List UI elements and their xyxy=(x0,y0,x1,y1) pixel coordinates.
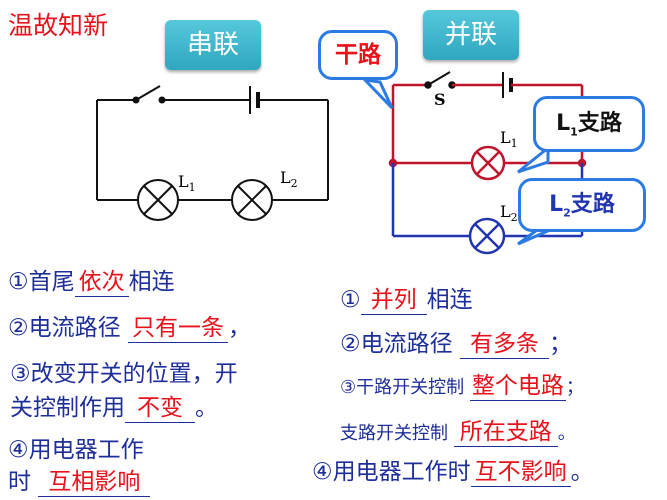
parallel-lamp2-label: L2 xyxy=(500,202,518,224)
series-lamp1-base: L xyxy=(178,172,189,191)
series-lamp2-label: L2 xyxy=(280,168,298,190)
right-note-1-answer: 并列 xyxy=(360,280,427,315)
right-note-3b-prefix: 支路开关控制 xyxy=(340,423,448,444)
series-lamp2-base: L xyxy=(280,168,291,187)
parallel-switch-label: S xyxy=(434,90,446,109)
right-note-1-suffix: 相连 xyxy=(426,287,473,313)
page-title: 温故知新 xyxy=(8,11,109,40)
series-lamp1-label: L1 xyxy=(178,172,196,194)
right-note-2: ②电流路径 有多条； xyxy=(340,324,572,359)
parallel-lamp1-label: L1 xyxy=(500,128,518,150)
right-note-2-answer: 有多条 xyxy=(459,324,549,359)
left-note-1-suffix: 相连 xyxy=(128,269,175,295)
series-lamp1-sub: 1 xyxy=(188,181,196,195)
right-note-3-suffix: ； xyxy=(565,377,584,398)
parallel-lamp2-sub: 2 xyxy=(510,211,518,225)
parallel-lamp1-sub: 1 xyxy=(510,137,518,151)
left-note-2-suffix: ， xyxy=(227,315,251,341)
right-note-4-suffix: 。 xyxy=(570,459,594,485)
right-note-3b: 支路开关控制 所在支路。 xyxy=(340,412,576,447)
left-note-3-answer: 不变 xyxy=(125,388,195,423)
series-label: 串联 xyxy=(186,30,239,60)
right-note-1-prefix: ① xyxy=(340,287,361,313)
branch1-text: 支路 xyxy=(577,111,622,136)
left-note-4-line2: 时 互相影响 xyxy=(8,462,151,497)
branch2-sub: 2 xyxy=(563,206,571,220)
left-note-4-answer: 互相影响 xyxy=(38,462,151,497)
left-note-2-answer: 只有一条 xyxy=(127,308,228,343)
branch2-callout: L2支路 xyxy=(518,178,646,232)
branch1-base: L xyxy=(556,111,571,136)
left-note-4-prefix: 时 xyxy=(8,469,31,495)
branch2-text: 支路 xyxy=(570,192,615,217)
right-note-4-answer: 互不影响 xyxy=(470,452,571,487)
right-note-4-prefix: ④用电器工作时 xyxy=(312,459,471,485)
left-note-2-prefix: ②电流路径 xyxy=(8,315,121,341)
branch1-callout: L1支路 xyxy=(533,96,645,152)
branch2-base: L xyxy=(549,192,564,217)
left-note-3-prefix: 关控制作用 xyxy=(10,395,125,421)
series-circuit xyxy=(96,85,329,221)
parallel-lamp2-base: L xyxy=(500,202,511,221)
left-note-3-suffix: 。 xyxy=(195,395,218,421)
right-note-3: ③干路开关控制 整个电路； xyxy=(340,366,584,401)
left-note-1: ①首尾依次相连 xyxy=(8,262,175,297)
right-note-4: ④用电器工作时互不影响。 xyxy=(312,452,594,487)
main-road-callout: 干路 xyxy=(318,30,398,80)
left-note-4-line1: ④用电器工作 xyxy=(8,437,144,463)
left-note-3-line1: ③改变开关的位置，开 xyxy=(10,361,238,387)
right-note-3b-suffix: 。 xyxy=(557,423,576,444)
circuit-diagrams xyxy=(96,71,587,255)
left-note-3-line2: 关控制作用不变。 xyxy=(10,388,218,423)
series-lamp2-sub: 2 xyxy=(290,177,298,191)
left-note-1-prefix: ①首尾 xyxy=(8,269,75,295)
parallel-label: 并联 xyxy=(444,20,497,50)
parallel-lamp1-base: L xyxy=(500,128,511,147)
main-road-text: 干路 xyxy=(335,42,381,68)
left-note-2: ②电流路径 只有一条， xyxy=(8,308,251,343)
branch1-sub: 1 xyxy=(570,125,578,139)
right-note-2-prefix: ②电流路径 xyxy=(340,331,453,357)
callout-tail-branch1 xyxy=(517,144,550,174)
parallel-circuit xyxy=(388,71,587,255)
right-note-3-prefix: ③干路开关控制 xyxy=(340,377,465,398)
callout-tail-main xyxy=(360,77,394,110)
right-note-3b-answer: 所在支路 xyxy=(453,412,558,447)
right-note-3-answer: 整个电路 xyxy=(469,366,566,401)
left-note-1-answer: 依次 xyxy=(74,262,129,297)
parallel-label-box: 并联 xyxy=(423,10,519,60)
series-label-box: 串联 xyxy=(165,20,261,70)
right-note-2-suffix: ； xyxy=(548,331,572,357)
